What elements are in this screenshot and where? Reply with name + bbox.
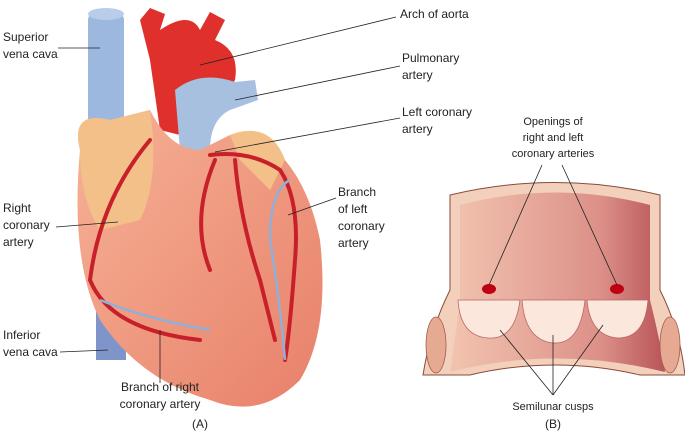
label-line: Right: [3, 201, 32, 215]
left-coronary-opening: [610, 284, 624, 294]
label-pulmonary-artery: Pulmonary artery: [402, 50, 459, 84]
label-line: coronary: [338, 219, 385, 233]
semilunar-cusps: [457, 299, 649, 344]
label-line: coronary arteries: [511, 148, 595, 160]
label-line: artery: [402, 68, 433, 82]
label-line: Branch: [338, 185, 377, 199]
label-semilunar-cusps: Semilunar cusps: [512, 401, 594, 413]
label-line: vena cava: [3, 47, 58, 61]
label-line: artery: [402, 122, 433, 136]
right-coronary-opening: [482, 284, 496, 294]
label-branch-right-coronary: Branch of right coronary artery: [100, 379, 220, 413]
label-line: coronary: [3, 218, 50, 232]
cardiac-veins: [99, 178, 291, 361]
coronary-arteries: [87, 138, 298, 362]
caption-a: (A): [192, 417, 208, 431]
right-atrium: [78, 110, 154, 230]
label-line: Pulmonary: [402, 51, 460, 65]
label-line: artery: [3, 235, 34, 249]
label-branch-left-coronary: Branch of left coronary artery: [338, 184, 385, 252]
pulmonary-artery: [175, 77, 258, 150]
label-line: Inferior: [3, 328, 41, 342]
caption-b: (B): [545, 417, 561, 431]
label-right-coronary-artery: Right coronary artery: [3, 200, 50, 251]
label-line: of left: [338, 202, 368, 216]
label-line: Arch of aorta: [400, 7, 469, 21]
label-coronary-openings: Openings of right and left coronary arteri…: [480, 114, 626, 162]
label-line: coronary artery: [119, 397, 201, 411]
label-arch-of-aorta: Arch of aorta: [400, 6, 469, 23]
label-line: vena cava: [3, 345, 58, 359]
label-line: Superior: [3, 30, 49, 44]
aortic-wall-illustration: [422, 182, 685, 376]
label-line: artery: [338, 236, 369, 250]
leader-lines: [55, 16, 618, 396]
label-line: Openings of: [523, 116, 583, 128]
label-line: Branch of right: [120, 380, 200, 394]
label-superior-vena-cava: Superior vena cava: [3, 29, 58, 63]
label-line: right and left: [522, 132, 584, 144]
label-line: Left coronary: [402, 105, 473, 119]
label-left-coronary-artery: Left coronary artery: [402, 104, 472, 138]
label-inferior-vena-cava: Inferior vena cava: [3, 327, 58, 361]
